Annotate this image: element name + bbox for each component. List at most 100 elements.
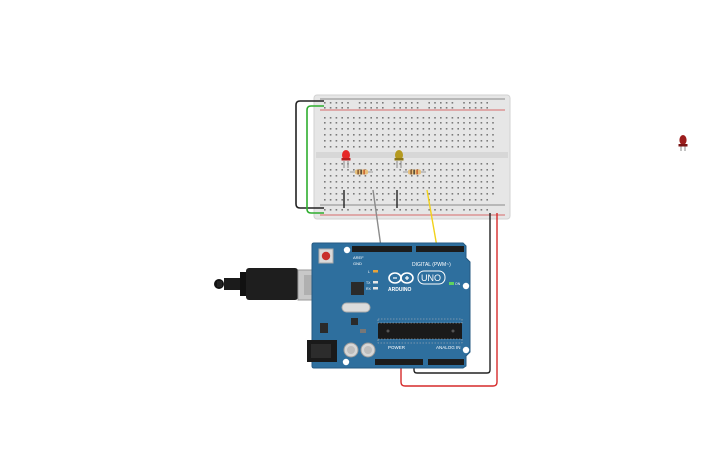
breadboard-hole (434, 134, 436, 136)
breadboard-hole (445, 117, 448, 119)
breadboard-hole (329, 193, 332, 195)
breadboard-hole (445, 140, 448, 142)
breadboard-hole (393, 117, 396, 119)
breadboard-hole (341, 209, 343, 211)
breadboard-hole (428, 163, 430, 165)
breadboard-hole (486, 107, 488, 109)
breadboard-hole (370, 181, 372, 183)
breadboard-hole (347, 107, 349, 109)
breadboard-hole (445, 199, 448, 201)
breadboard-hole (370, 122, 372, 124)
red-led[interactable] (341, 150, 351, 168)
power-header[interactable] (375, 359, 423, 365)
breadboard-hole (382, 128, 384, 130)
breadboard-hole (353, 169, 355, 171)
yellow-led[interactable] (394, 150, 404, 168)
breadboard-hole (341, 122, 343, 124)
breadboard-hole (469, 199, 471, 201)
breadboard-hole (440, 117, 442, 119)
breadboard-hole (492, 193, 494, 195)
breadboard-hole (451, 117, 454, 119)
breadboard-hole (329, 122, 332, 124)
breadboard-hole (382, 169, 384, 171)
breadboard-hole (358, 187, 361, 189)
breadboard-hole (474, 140, 477, 142)
breadboard-hole (451, 146, 454, 148)
breadboard-hole (393, 102, 396, 104)
breadboard-hole (376, 175, 378, 177)
breadboard-hole (463, 181, 465, 183)
breadboard-hole (341, 107, 343, 109)
breadboard-hole (335, 169, 338, 171)
breadboard-hole (451, 128, 454, 130)
breadboard-hole (353, 128, 355, 130)
breadboard-hole (440, 175, 442, 177)
resistor-left[interactable] (350, 169, 373, 175)
breadboard-hole (445, 163, 448, 165)
breadboard-hole (335, 199, 338, 201)
breadboard-hole (474, 102, 477, 104)
breadboard-hole (474, 181, 477, 183)
breadboard-hole (324, 187, 326, 189)
breadboard-hole (405, 122, 407, 124)
breadboard-hole (451, 122, 454, 124)
breadboard-hole (457, 181, 459, 183)
breadboard-hole (341, 193, 343, 195)
breadboard-hole (428, 169, 430, 171)
mounting-hole (462, 346, 470, 354)
breadboard-hole (405, 146, 407, 148)
breadboard-hole (335, 187, 338, 189)
digital-header[interactable] (352, 246, 464, 252)
breadboard-hole (486, 209, 488, 211)
reset-button[interactable] (318, 248, 334, 264)
breadboard-hole (347, 134, 349, 136)
breadboard-hole (411, 181, 413, 183)
breadboard-hole (457, 134, 459, 136)
breadboard-hole (393, 169, 396, 171)
breadboard-hole (434, 175, 436, 177)
breadboard-hole (393, 163, 396, 165)
breadboard-hole (469, 175, 471, 177)
wires[interactable] (295, 100, 498, 387)
breadboard-hole (329, 175, 332, 177)
breadboard-hole (440, 169, 442, 171)
breadboard-hole (376, 199, 378, 201)
breadboard-hole (480, 199, 483, 201)
breadboard-hole (382, 199, 384, 201)
analog-header[interactable] (428, 359, 464, 365)
breadboard-hole (387, 163, 390, 165)
wire-gray (372, 189, 382, 248)
breadboard-hole (324, 122, 326, 124)
breadboard-hole (358, 134, 361, 136)
breadboard[interactable] (313, 94, 511, 363)
breadboard-hole (370, 169, 372, 171)
breadboard-hole (486, 146, 488, 148)
resistor-right[interactable] (403, 169, 426, 175)
aref-label: AREF (353, 255, 364, 260)
breadboard-hole (376, 102, 378, 104)
wire-black-gnd (413, 213, 491, 374)
breadboard-hole (416, 128, 419, 130)
breadboard-hole (480, 140, 483, 142)
breadboard-hole (364, 187, 367, 189)
breadboard-hole (411, 209, 413, 211)
breadboard-hole (492, 175, 494, 177)
breadboard-hole (486, 140, 488, 142)
breadboard-hole (341, 169, 343, 171)
breadboard-holes[interactable] (324, 102, 494, 363)
breadboard-hole (405, 181, 407, 183)
breadboard-hole (440, 128, 442, 130)
dark-red-led[interactable] (678, 135, 688, 151)
gnd-label: GND (353, 261, 362, 266)
breadboard-hole (393, 122, 396, 124)
breadboard-hole (434, 140, 436, 142)
arduino-uno-board[interactable]: DIGITAL (PWM~) GND AREF ARDUINO UNO ON L… (307, 242, 471, 369)
breadboard-hole (422, 175, 425, 177)
breadboard-hole (358, 163, 361, 165)
breadboard-hole (364, 117, 367, 119)
breadboard-hole (474, 175, 477, 177)
breadboard-hole (376, 140, 378, 142)
breadboard-hole (411, 140, 413, 142)
breadboard-hole (411, 107, 413, 109)
